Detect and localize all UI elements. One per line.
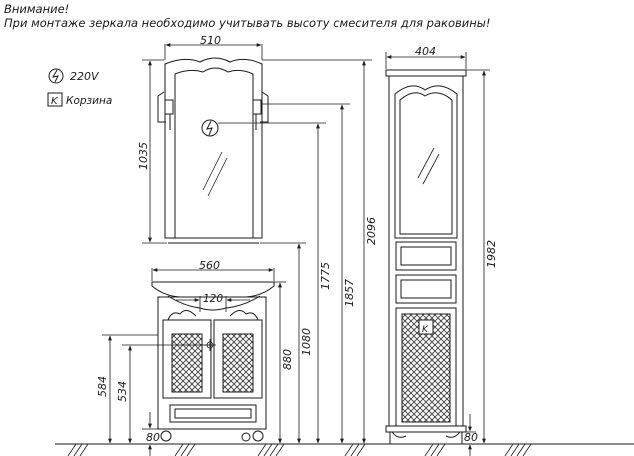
dim-mirror-bottom-height: 1775 — [319, 262, 332, 290]
dim-vanity-leg: 80 — [146, 431, 160, 444]
dim-sink-hole-width: 120 — [203, 293, 223, 305]
floor — [55, 443, 634, 456]
column-basket-symbol: K — [422, 325, 429, 335]
dimension-labels: 510 1035 2096 1857 1775 1080 880 560 120… — [96, 34, 498, 444]
dim-outlet-height: 1080 — [300, 328, 313, 356]
basket-symbol: K — [51, 96, 59, 107]
column-cabinet — [385, 69, 467, 444]
legend-power-label: 220V — [70, 70, 100, 83]
dim-drain-534: 534 — [116, 381, 129, 402]
dim-mirror-height: 1035 — [137, 142, 150, 170]
basket-icon: K — [47, 92, 63, 107]
mirror — [157, 57, 269, 244]
lightning-socket-icon — [48, 68, 64, 84]
dim-column-height: 1982 — [485, 240, 498, 268]
mirror-socket-icon — [201, 119, 219, 137]
dim-column-leg: 80 — [464, 431, 478, 444]
dim-mirror-top-height: 2096 — [365, 217, 378, 245]
legend: 220V K Корзина — [47, 68, 112, 107]
dim-column-width: 404 — [415, 45, 436, 58]
wall-lamp-right — [252, 91, 269, 130]
dim-vanity-height: 880 — [281, 349, 294, 370]
dim-mirror-width: 510 — [200, 34, 221, 47]
legend-basket-label: Корзина — [66, 95, 112, 107]
vanity — [151, 281, 275, 442]
warning-title: Внимание! — [4, 2, 70, 16]
wall-lamp-left — [157, 91, 174, 130]
dimension-lines — [102, 43, 490, 456]
dim-vanity-width: 560 — [199, 259, 220, 272]
dim-drain-584: 584 — [96, 376, 109, 397]
dim-socket-height: 1857 — [343, 279, 356, 307]
warning-text: При монтаже зеркала необходимо учитывать… — [4, 16, 491, 30]
